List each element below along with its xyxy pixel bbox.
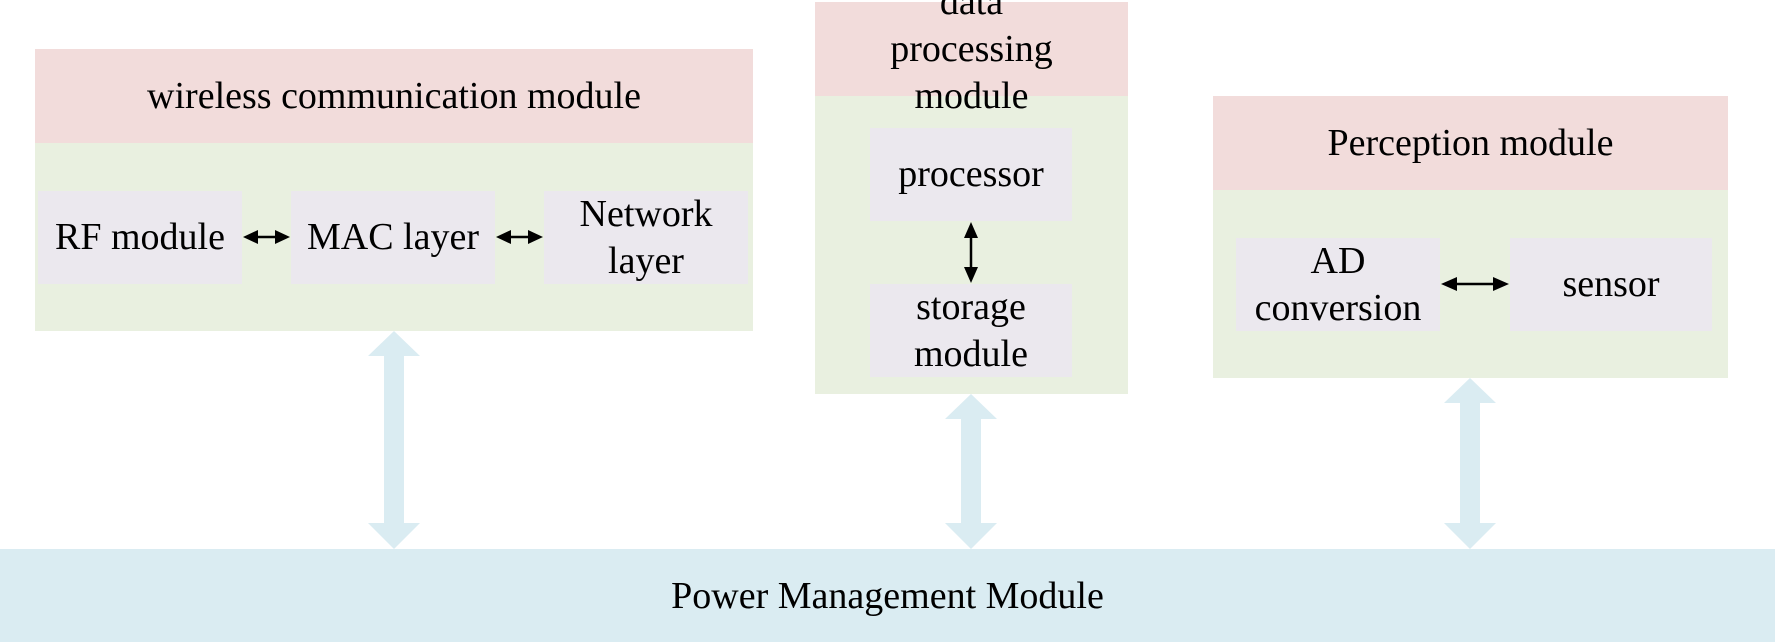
- perception-power-arrow: [1444, 378, 1496, 549]
- mac-network-arrow: [496, 230, 543, 244]
- processor-box: processor: [870, 128, 1072, 221]
- processing-power-arrow: [945, 394, 997, 549]
- ad-conversion-box: AD conversion: [1236, 238, 1440, 331]
- sensor-box: sensor: [1510, 238, 1712, 331]
- mac-layer-box: MAC layer: [291, 191, 495, 284]
- storage-module-box: storage module: [870, 284, 1072, 377]
- ad-sensor-arrow: [1441, 277, 1509, 291]
- wireless-power-arrow: [368, 331, 420, 549]
- rf-module-box: RF module: [38, 191, 242, 284]
- processor-storage-arrow: [964, 222, 978, 283]
- power-management-module: Power Management Module: [0, 549, 1775, 642]
- wireless-module-title: wireless communication module: [35, 49, 753, 143]
- perception-module-title: Perception module: [1213, 96, 1728, 190]
- network-layer-box: Network layer: [544, 191, 748, 284]
- rf-mac-arrow: [243, 230, 290, 244]
- processing-module-title: data processing module: [815, 0, 1128, 117]
